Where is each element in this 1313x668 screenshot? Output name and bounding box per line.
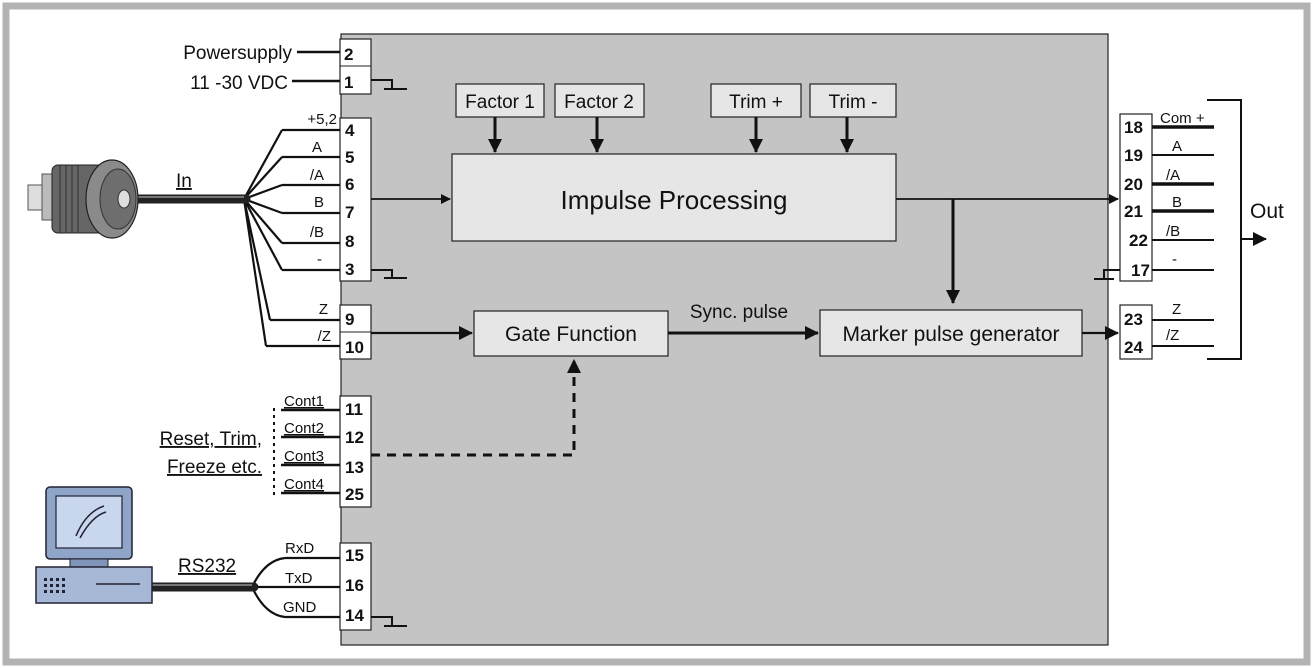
pin-15: 15 <box>345 546 364 565</box>
output-terminals: 18 19 20 21 22 17 Com + A /A B /B - 23 2… <box>1094 99 1284 360</box>
pin-19: 19 <box>1124 146 1143 165</box>
pin-24: 24 <box>1124 338 1143 357</box>
trim-minus-block <box>809 83 897 118</box>
parameter-blocks: Factor 1 Factor 2 Trim + Trim - <box>455 83 897 153</box>
output-terminal-block <box>1119 113 1153 282</box>
pin-7: 7 <box>345 203 354 222</box>
pin-3: 3 <box>345 260 354 279</box>
pin-1: 1 <box>344 73 353 92</box>
serial-port: 15 16 14 RxD TxD GND RS232 <box>145 540 407 631</box>
output-zero-block <box>1119 304 1153 360</box>
power-label: Powersupply <box>183 43 292 64</box>
signal-cont1: Cont1 <box>284 393 324 410</box>
signal-rxd: RxD <box>285 540 314 557</box>
output-bracket <box>1207 99 1242 360</box>
ground-symbol <box>371 79 407 90</box>
pin-6: 6 <box>345 175 354 194</box>
signal-gnd-serial: GND <box>283 599 317 616</box>
gate-function-label: Gate Function <box>505 323 637 346</box>
pin-4: 4 <box>345 121 355 140</box>
pin-23: 23 <box>1124 310 1143 329</box>
pin-9: 9 <box>345 310 354 329</box>
control-to-gate-line <box>371 359 581 457</box>
pin-10: 10 <box>345 338 364 357</box>
signal-z-inv: /Z <box>318 328 331 345</box>
pin-2: 2 <box>344 45 353 64</box>
pin-25: 25 <box>345 485 364 504</box>
pin-12: 12 <box>345 428 364 447</box>
pin-18: 18 <box>1124 118 1143 137</box>
out-signal-b: B <box>1172 194 1182 211</box>
signal-plus5: +5,2 <box>307 111 337 128</box>
out-signal-b-inv: /B <box>1166 223 1180 240</box>
pin-5: 5 <box>345 148 354 167</box>
rotary-encoder-icon <box>27 159 139 239</box>
encoder-input: 4 5 6 7 8 3 +5,2 A /A B /B - <box>115 111 407 360</box>
serial-terminal-block <box>339 542 372 631</box>
input-terminal-block <box>339 117 372 282</box>
out-signal-gnd: - <box>1172 251 1177 268</box>
control-label-line2: Freeze etc. <box>167 457 262 478</box>
control-terminal-block <box>339 395 372 508</box>
signal-txd: TxD <box>285 570 313 587</box>
out-label: Out <box>1250 200 1284 223</box>
impulse-processing-block <box>451 153 897 242</box>
signal-gnd: - <box>317 251 322 268</box>
pin-22: 22 <box>1129 231 1148 250</box>
marker-pulse-block <box>819 309 1083 357</box>
signal-z: Z <box>319 301 328 318</box>
impulse-processing-label: Impulse Processing <box>561 185 788 215</box>
signal-b: B <box>314 194 324 211</box>
pin-11: 11 <box>345 400 363 419</box>
pin-14: 14 <box>345 606 364 625</box>
control-label-line1: Reset, Trim, <box>160 429 262 450</box>
trim-minus-label: Trim - <box>829 92 878 113</box>
sync-pulse-label: Sync. pulse <box>690 302 788 323</box>
computer-icon <box>35 486 153 604</box>
in-label: In <box>176 171 192 192</box>
signal-a-inv: /A <box>310 167 324 184</box>
signal-b-inv: /B <box>310 224 324 241</box>
factor1-label: Factor 1 <box>465 92 535 113</box>
factor2-label: Factor 2 <box>564 92 634 113</box>
voltage-label: 11 -30 VDC <box>190 73 288 94</box>
out-signal-z: Z <box>1172 301 1181 318</box>
rs232-label: RS232 <box>178 556 236 577</box>
pin-17: 17 <box>1131 261 1150 280</box>
out-signal-com: Com + <box>1160 110 1205 127</box>
pin-20: 20 <box>1124 175 1143 194</box>
signal-cont4: Cont4 <box>284 476 324 493</box>
pin-8: 8 <box>345 232 354 251</box>
pin-13: 13 <box>345 458 364 477</box>
factor1-block <box>455 83 545 118</box>
signal-a: A <box>312 139 322 156</box>
marker-pulse-label: Marker pulse generator <box>842 323 1059 346</box>
pin-16: 16 <box>345 576 364 595</box>
control-inputs: 11 12 13 25 Cont1 Cont2 Cont3 Cont4 Rese… <box>160 359 581 508</box>
trim-plus-label: Trim + <box>729 92 783 113</box>
out-signal-a-inv: /A <box>1166 167 1180 184</box>
signal-cont3: Cont3 <box>284 448 324 465</box>
out-signal-a: A <box>1172 138 1182 155</box>
factor2-block <box>554 83 645 118</box>
power-supply: 2 1 Powersupply 11 -30 VDC <box>183 38 407 95</box>
pin-21: 21 <box>1124 202 1143 221</box>
out-signal-z-inv: /Z <box>1166 327 1179 344</box>
trim-plus-block <box>710 83 802 118</box>
signal-cont2: Cont2 <box>284 420 324 437</box>
gate-function-block <box>473 310 669 357</box>
